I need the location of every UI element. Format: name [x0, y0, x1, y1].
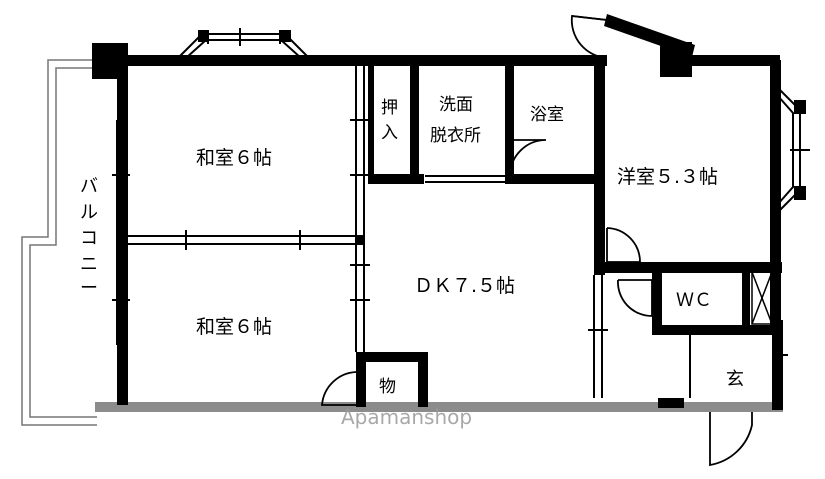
- room-label-washitsu-bottom: 和室６帖: [196, 316, 272, 338]
- balcony-char-3: コ: [80, 228, 98, 249]
- balcony-char-5: ー: [80, 278, 98, 299]
- room-label-youshitsu: 洋室５.３帖: [617, 166, 718, 188]
- wc-storage-cross: [751, 271, 773, 325]
- partition-ticks: [112, 119, 788, 356]
- room-label-genkan: 玄: [726, 369, 744, 390]
- room-label-senmen-1: 洗面: [439, 95, 473, 115]
- interior-walls: [117, 60, 782, 408]
- room-label-senmen-2: 脱衣所: [430, 126, 481, 146]
- ground-line: [95, 402, 783, 412]
- room-label-balcony: バ ル コ ニ ー: [80, 176, 98, 299]
- balcony-char-1: バ: [80, 176, 98, 197]
- room-label-wc: ＷＣ: [676, 290, 712, 311]
- room-label-yokushitsu: 浴室: [530, 105, 564, 125]
- balcony-char-2: ル: [80, 202, 98, 223]
- partition-lines: [116, 66, 779, 398]
- watermark: Apamanshop: [341, 405, 472, 429]
- room-label-dk: ＤＫ７.５帖: [414, 275, 515, 297]
- room-label-oshiire-2: 入: [381, 123, 398, 143]
- room-label-oshiire-1: 押: [381, 98, 398, 118]
- room-label-washitsu-top: 和室６帖: [196, 147, 272, 169]
- balcony-outline: [21, 59, 97, 426]
- balcony-char-4: ニ: [80, 254, 98, 275]
- bay-window-right: [777, 87, 810, 213]
- exterior-walls: [92, 14, 783, 410]
- door-swings: [321, 15, 753, 467]
- room-label-mono: 物: [379, 377, 396, 397]
